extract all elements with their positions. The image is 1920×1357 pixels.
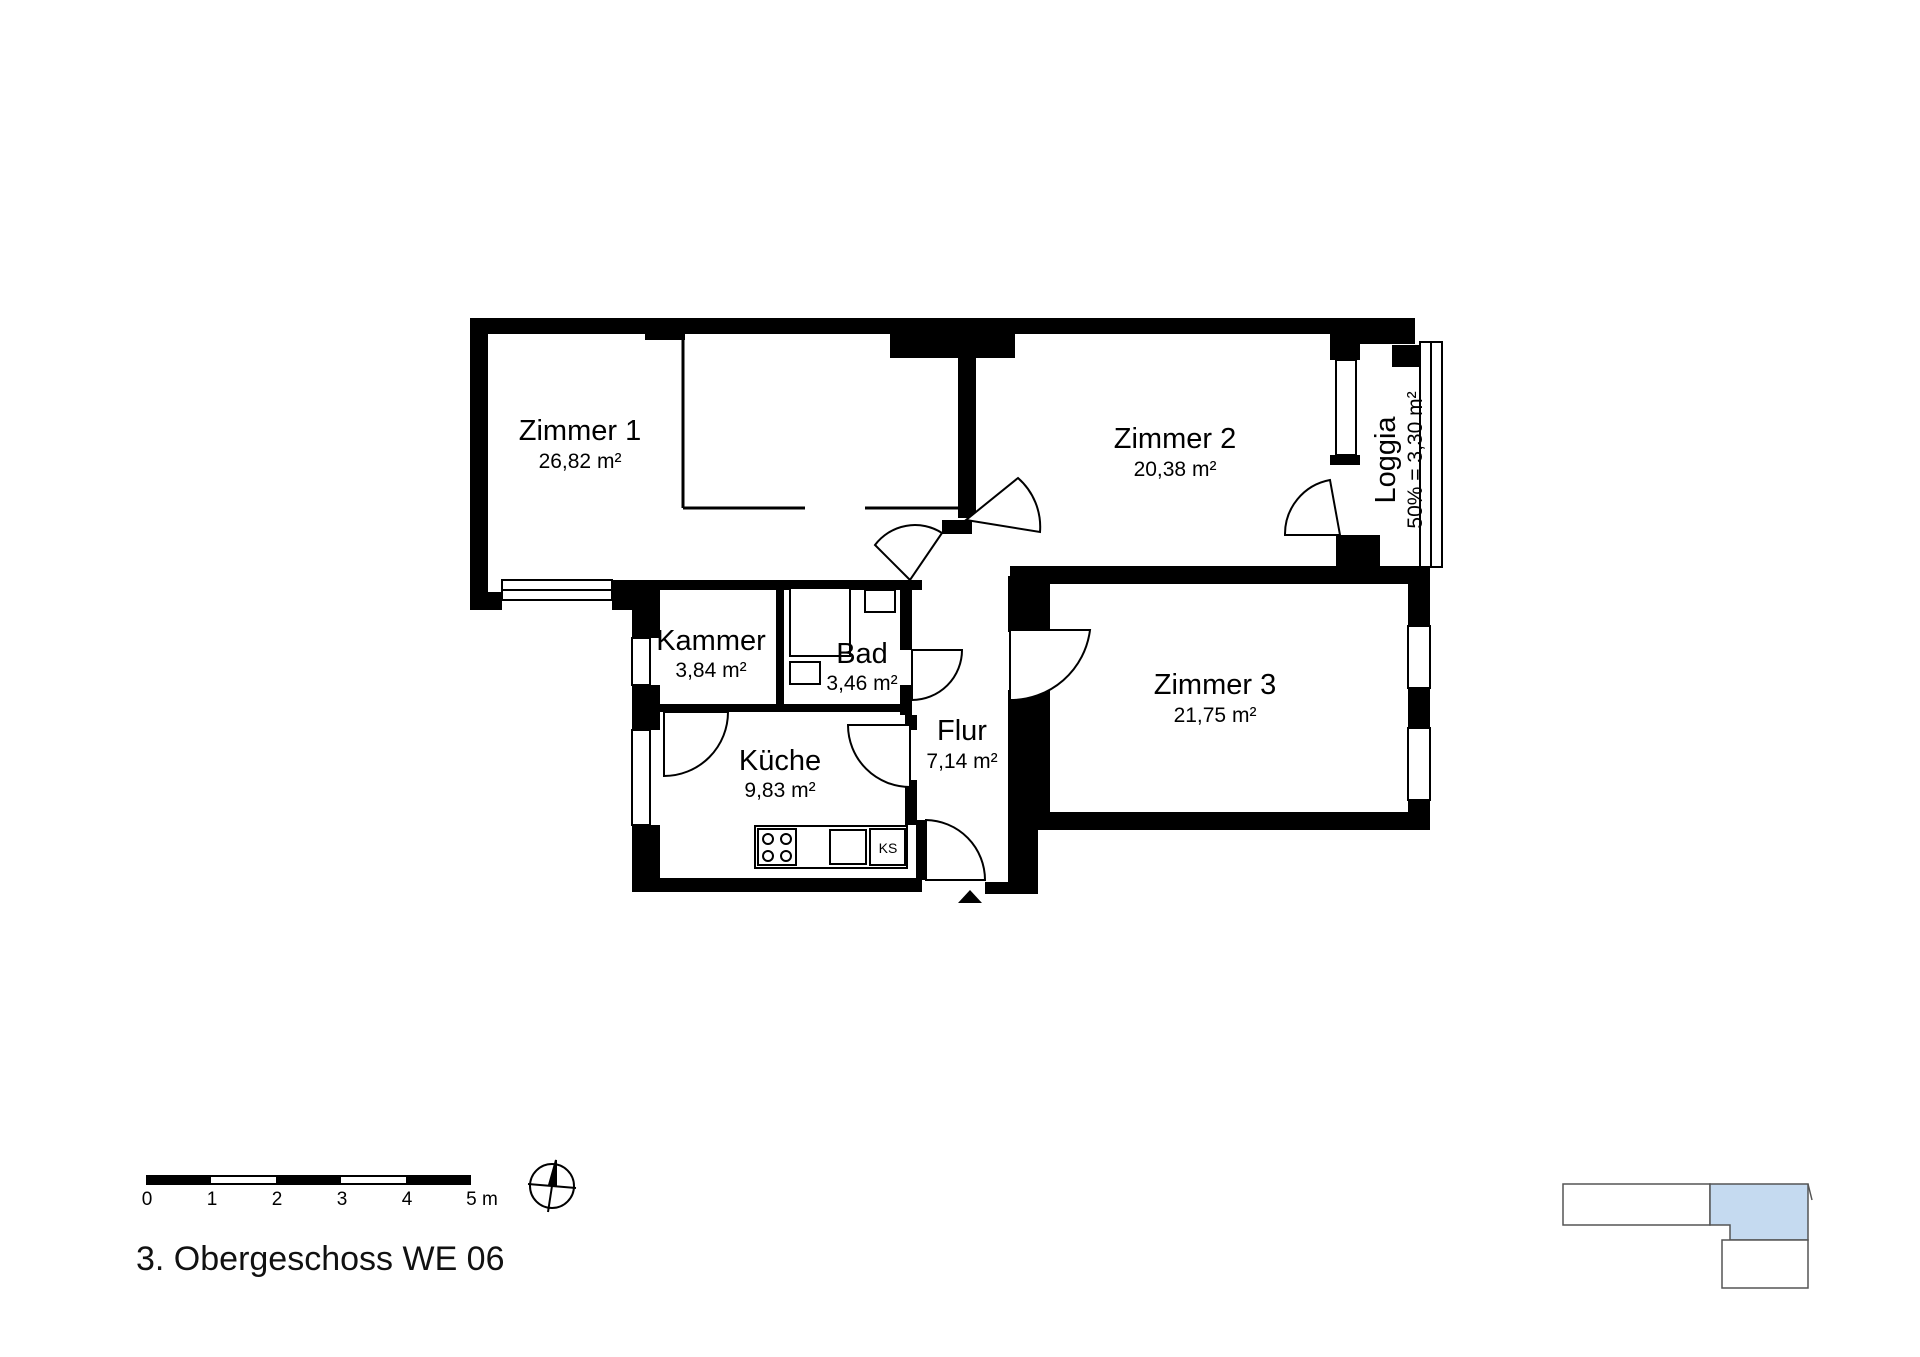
- room-area-kueche: 9,83 m²: [744, 779, 815, 802]
- interior-lines: [681, 334, 960, 510]
- room-area-bad: 3,46 m²: [826, 672, 897, 695]
- fridge: [869, 828, 906, 866]
- key-plan: [1562, 1183, 1813, 1289]
- scale-tick: 1: [207, 1189, 218, 1210]
- scale-tick: 3: [337, 1189, 348, 1210]
- floor-title: 3. Obergeschoss WE 06: [136, 1240, 505, 1278]
- key-plan-highlight: [1709, 1183, 1809, 1241]
- room-name-zimmer1: Zimmer 1: [519, 415, 641, 447]
- room-area-zimmer1: 26,82 m²: [539, 450, 622, 473]
- room-name-kammer: Kammer: [656, 625, 766, 657]
- scale-tick: 5 m: [466, 1189, 498, 1210]
- walls: [470, 318, 1430, 894]
- north-arrow-icon: [527, 1159, 577, 1213]
- room-labels: Zimmer 1 26,82 m² Zimmer 2 20,38 m² Zimm…: [519, 415, 1276, 802]
- shower-tray: [789, 587, 851, 657]
- room-name-zimmer3: Zimmer 3: [1154, 669, 1276, 701]
- room-name-loggia: Loggia: [1370, 416, 1402, 504]
- sink-icon: [829, 829, 867, 865]
- room-area-zimmer3: 21,75 m²: [1174, 704, 1257, 727]
- toilet: [789, 661, 821, 685]
- room-name-zimmer2: Zimmer 2: [1114, 423, 1236, 455]
- room-name-kueche: Küche: [739, 745, 821, 777]
- scale-bar: [146, 1175, 471, 1185]
- loggia-labels: Loggia 50% = 3,30 m²: [1370, 391, 1427, 528]
- room-area-flur: 7,14 m²: [926, 750, 997, 773]
- fridge-label: KS: [879, 840, 898, 856]
- room-area-loggia: 50% = 3,30 m²: [1404, 391, 1427, 528]
- room-area-kammer: 3,84 m²: [675, 659, 746, 682]
- room-name-flur: Flur: [937, 715, 987, 747]
- room-name-bad: Bad: [836, 638, 888, 670]
- doors: [663, 476, 1342, 881]
- windows: [501, 341, 1443, 826]
- scale-tick: 4: [402, 1189, 413, 1210]
- washbasin: [864, 589, 896, 613]
- scale-ticks: 0 1 2 3 4 5 m: [142, 1189, 498, 1210]
- bathroom-fixtures: [789, 587, 896, 685]
- scale-tick: 2: [272, 1189, 283, 1210]
- scale-tick: 0: [142, 1189, 153, 1210]
- room-area-zimmer2: 20,38 m²: [1134, 458, 1217, 481]
- kitchen-counter: [754, 825, 908, 869]
- entrance-arrow-icon: [958, 890, 982, 903]
